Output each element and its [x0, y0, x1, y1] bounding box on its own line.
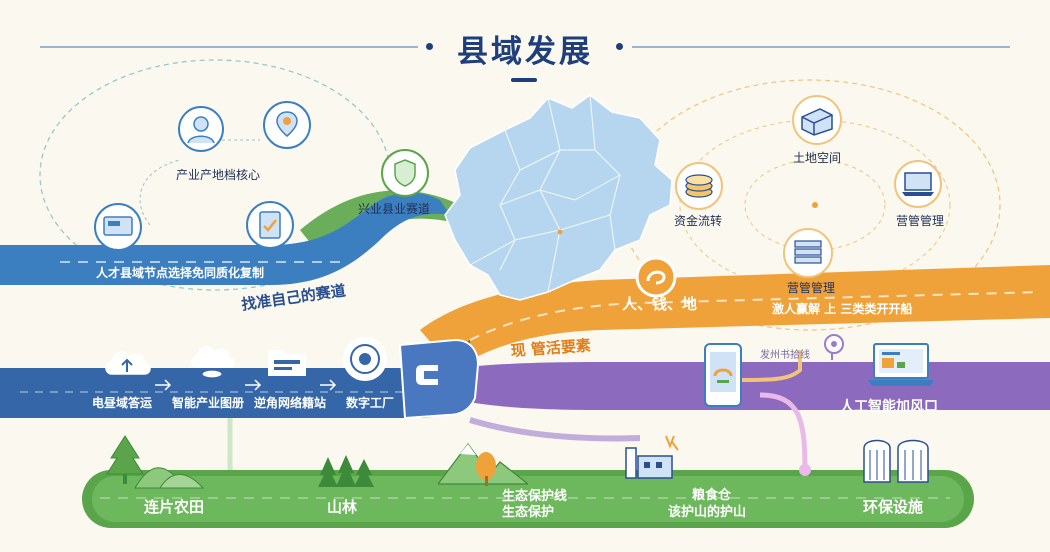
server-icon — [783, 228, 833, 278]
ai-label: 人工智能加风口 — [840, 399, 938, 415]
bottom-forest: 山林 — [327, 498, 358, 516]
band-label-talent: 人才县域节点选择免同质化复制 — [96, 266, 265, 280]
title-underline — [511, 78, 537, 82]
building-icon — [792, 95, 842, 145]
title-dot-right — [616, 43, 623, 50]
label-three-types: 激人赢解 上 三类类开开船 — [772, 302, 913, 316]
label-fund: 资金流转 — [674, 214, 723, 228]
mountain-tree-icon — [438, 442, 528, 486]
connector-c-icon — [416, 365, 438, 385]
person-icon — [178, 106, 224, 152]
step-label-4: 数字工厂 — [346, 396, 395, 410]
page-title: 县域发展 — [457, 34, 593, 70]
factory-grain-icon — [625, 435, 679, 479]
laptop-dashboard-icon — [868, 343, 934, 386]
trees-hills-icon — [106, 435, 205, 489]
label-land: 土地空间 — [793, 151, 842, 165]
cloud-upload-icon — [105, 351, 151, 375]
label-core: 产业产地档核心 — [176, 168, 261, 182]
step-label-1: 电昼域答运 — [92, 396, 153, 410]
bottom-grain1: 粮食仓 — [692, 488, 732, 503]
bottom-eco2: 生态保护 — [502, 505, 555, 520]
orange-loop-icon — [635, 256, 677, 298]
checklist-icon — [246, 201, 294, 249]
label-race: 兴业县业赛道 — [358, 202, 431, 216]
coins-icon — [675, 162, 723, 210]
label-ops1: 营管管理 — [896, 214, 945, 228]
title-line-right — [632, 46, 1010, 48]
bottom-eco1: 生态保护线 — [502, 489, 568, 504]
bottom-grain2: 该护山的护山 — [668, 505, 747, 520]
phone-label: 发州书拾线 — [760, 350, 810, 361]
laptop-chart-icon — [894, 160, 942, 208]
target-pin-icon — [343, 337, 387, 381]
bottom-farm: 连片农田 — [144, 498, 205, 516]
step-label-3: 逆角网络籍站 — [254, 396, 327, 410]
silo-icon — [863, 439, 929, 483]
label-people-money-land: 人、钱、地 — [622, 295, 698, 313]
folder-icon — [268, 350, 306, 376]
ai-pin-icon — [824, 334, 844, 354]
label-ops2: 营管管理 — [787, 281, 836, 295]
forest-icon — [318, 455, 374, 487]
location-pin-icon — [263, 101, 311, 149]
title-line-left — [40, 46, 418, 48]
monitor-icon — [94, 203, 142, 251]
smartphone-icon — [704, 343, 742, 407]
title-dot-left — [426, 43, 433, 50]
bottom-env: 环保设施 — [863, 498, 924, 516]
shield-icon — [381, 149, 429, 197]
cloud-database-icon — [191, 346, 235, 379]
step-label-2: 智能产业图册 — [172, 396, 245, 410]
